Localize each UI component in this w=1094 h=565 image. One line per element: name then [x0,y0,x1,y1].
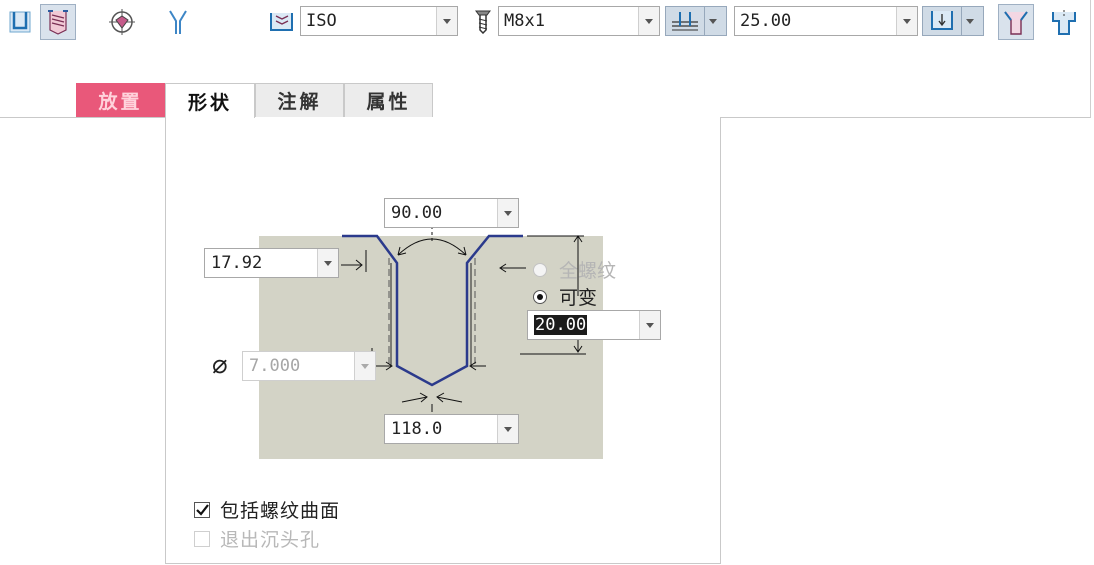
countersink-angle-value: 90.00 [391,203,443,223]
include-thread-surface-checkbox[interactable]: 包括螺纹曲面 [194,496,340,523]
countersink-button[interactable] [998,4,1034,40]
radio-variable-label: 可变 [559,287,598,309]
sketch-hole-button[interactable] [104,4,140,40]
radio-full-thread-label: 全螺纹 [559,260,617,282]
screw-size-icon [475,10,491,34]
hole-diameter-field: 7.000 [242,351,376,381]
radio-variable[interactable]: 可变 [533,283,597,310]
chevron-down-icon[interactable] [704,7,721,35]
thread-depth-field[interactable]: 20.00 [527,310,661,340]
radio-full-thread: 全螺纹 [533,256,616,283]
tapered-hole-button[interactable] [160,4,196,40]
counterbore-icon [1052,10,1076,35]
chevron-down-icon[interactable] [961,7,978,35]
tab-annotation[interactable]: 注解 [255,83,344,117]
tab-properties[interactable]: 属性 [344,83,433,117]
tapped-standard-icon [270,13,293,31]
standard-select[interactable]: ISO [300,6,458,36]
standard-value: ISO [306,11,337,31]
countersink-diameter-value: 17.92 [211,253,263,273]
screw-size-value: M8x1 [504,11,545,31]
diameter-symbol: ⌀ [212,350,228,380]
tab-placement[interactable]: 放置 [76,83,165,117]
tab-shape[interactable]: 形状 [165,83,255,118]
drill-tip-angle-value: 118.0 [391,419,443,439]
simple-hole-icon [9,11,31,33]
exit-countersink-label: 退出沉头孔 [220,529,321,551]
checkbox[interactable] [194,501,210,518]
tapered-hole-icon [169,10,187,34]
radio-button[interactable] [533,289,547,304]
drill-tip-angle-field[interactable]: 118.0 [384,414,519,444]
counterbore-button[interactable] [1046,4,1082,40]
standard-hole-icon [48,10,68,35]
thread-depth-icon[interactable] [923,7,961,35]
countersink-icon [1004,11,1028,35]
countersink-diameter-field[interactable]: 17.92 [204,248,339,278]
chevron-down-icon[interactable] [497,415,518,443]
sketch-profile-icon [109,9,135,35]
depth-value: 25.00 [740,11,792,31]
thread-depth-split-button[interactable] [922,6,984,36]
countersink-angle-field[interactable]: 90.00 [384,198,519,228]
depth-value-select[interactable]: 25.00 [734,6,918,36]
chevron-down-icon[interactable] [639,311,660,339]
chevron-down-icon[interactable] [436,7,457,35]
chevron-down-icon[interactable] [896,7,917,35]
chevron-down-icon[interactable] [317,249,338,277]
checkbox [194,530,210,547]
exit-countersink-checkbox: 退出沉头孔 [194,525,320,552]
chevron-down-icon [354,352,375,380]
screw-size-select[interactable]: M8x1 [498,6,660,36]
include-thread-surface-label: 包括螺纹曲面 [220,500,341,522]
chevron-down-icon[interactable] [638,7,659,35]
standard-hole-button[interactable] [40,4,76,40]
radio-button [533,262,547,277]
blind-depth-icon[interactable] [666,7,704,35]
thread-depth-value: 20.00 [534,315,588,335]
chevron-down-icon[interactable] [497,199,518,227]
checkmark-icon [196,503,209,516]
simple-hole-button[interactable] [2,4,38,40]
depth-option-split-button[interactable] [665,6,727,36]
hole-diameter-value: 7.000 [249,356,301,376]
